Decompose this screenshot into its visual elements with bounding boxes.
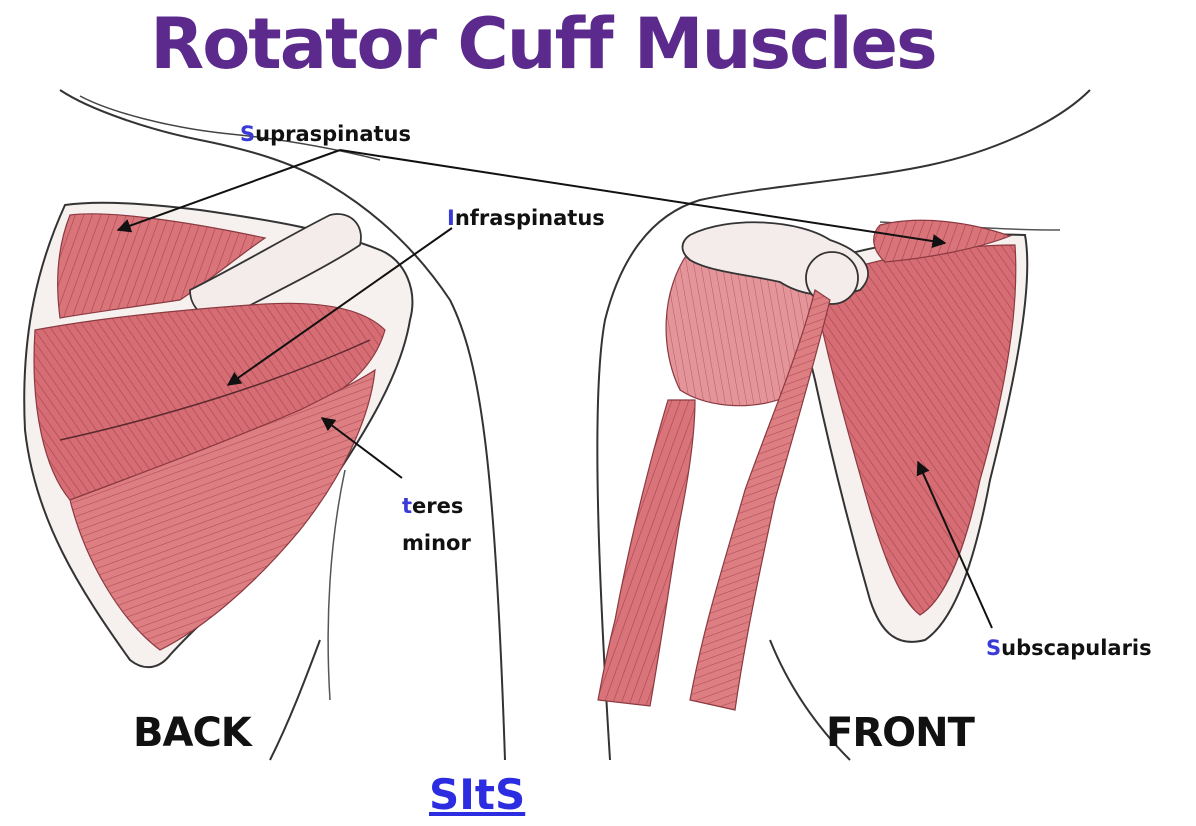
view-label-front: FRONT [826, 709, 974, 757]
label-teres-minor-rest: eres [412, 494, 463, 518]
label-infraspinatus-rest: nfraspinatus [455, 206, 605, 230]
supraspinatus-pointer-front [340, 150, 945, 243]
label-supraspinatus: Supraspinatus [240, 121, 411, 147]
label-supraspinatus-initial: S [240, 122, 255, 146]
mnemonic-link[interactable]: SItS [429, 770, 525, 820]
back-arm-outline [270, 640, 320, 760]
back-arm-inner-outline [328, 470, 345, 700]
label-subscapularis: Subscapularis [986, 635, 1152, 661]
label-infraspinatus-initial: I [447, 206, 455, 230]
label-infraspinatus: Infraspinatus [447, 205, 605, 231]
label-teres-minor-line1: teres [402, 493, 463, 519]
label-teres-minor-initial: t [402, 494, 412, 518]
label-subscapularis-rest: ubscapularis [1001, 636, 1152, 660]
back-view-illustration [24, 90, 505, 760]
front-biceps-short-head [598, 400, 695, 706]
view-label-back: BACK [133, 709, 251, 757]
label-supraspinatus-rest: upraspinatus [255, 122, 411, 146]
page-title: Rotator Cuff Muscles [0, 2, 1086, 86]
label-teres-minor-line2: minor [402, 530, 471, 556]
label-subscapularis-initial: S [986, 636, 1001, 660]
